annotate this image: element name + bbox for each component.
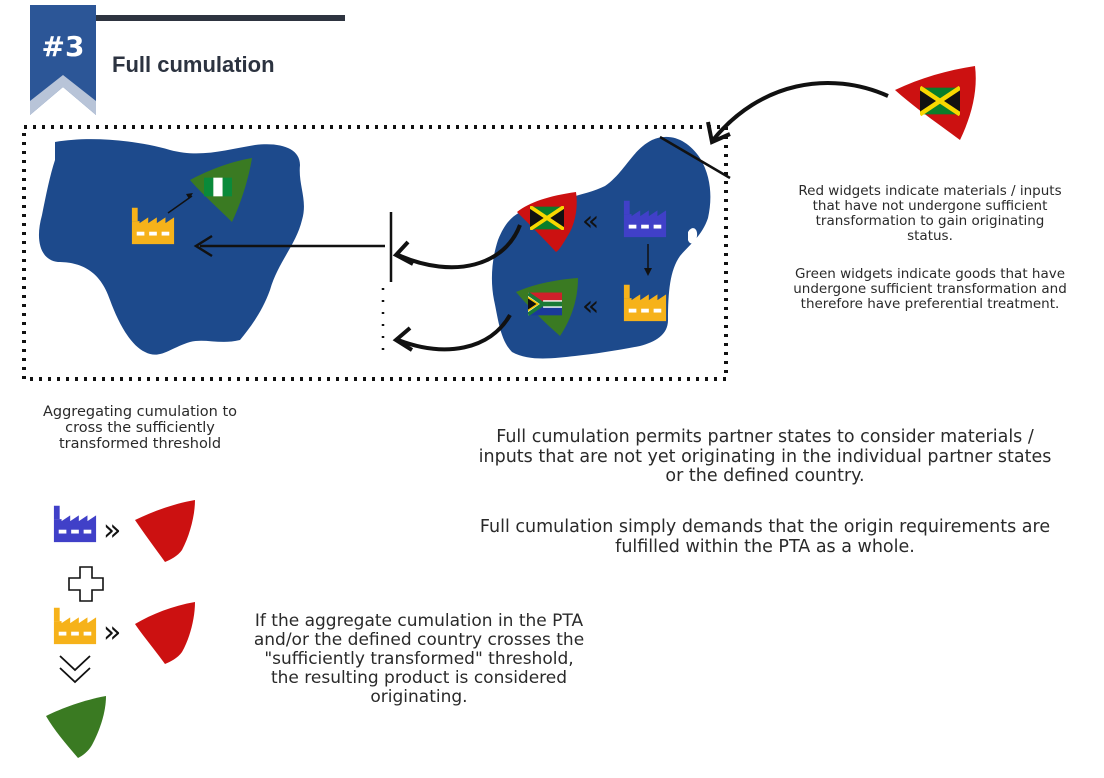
green-widget [46,696,106,758]
factory-icon [53,505,97,543]
region-frame [22,125,728,381]
chevron-left-icon: « [582,204,599,237]
red-widget [135,500,195,562]
south-africa-flag-icon [528,293,562,316]
legend-green-text: Green widgets indicate goods that have u… [793,266,1067,313]
chevron-left-icon: « [582,289,599,322]
nigeria-flag-icon [204,177,232,197]
jamaica-flag-icon [920,88,960,115]
header-rule [95,15,345,21]
factory-icon [53,607,97,645]
chevron-right-icon: » [103,615,121,650]
legend-red-text: Red widgets indicate materials / inputs … [798,183,1062,245]
result-caption: If the aggregate cumulation in the PTA a… [253,611,585,708]
full-cumulation-paragraph-1: Full cumulation permits partner states t… [478,427,1052,487]
chevron-right-icon: » [103,513,121,548]
chevron-down-icon [59,655,91,684]
section-number: #3 [41,30,85,63]
plus-icon [68,566,104,602]
section-badge [30,5,96,115]
full-cumulation-paragraph-2: Full cumulation simply demands that the … [479,517,1051,557]
southern-africa-map [491,136,711,359]
island-shape [688,228,698,244]
aggregating-caption: Aggregating cumulation to cross the suff… [42,404,238,453]
page-title: Full cumulation [112,52,275,77]
jamaica-flag-icon [530,206,564,230]
red-widget [135,602,195,664]
